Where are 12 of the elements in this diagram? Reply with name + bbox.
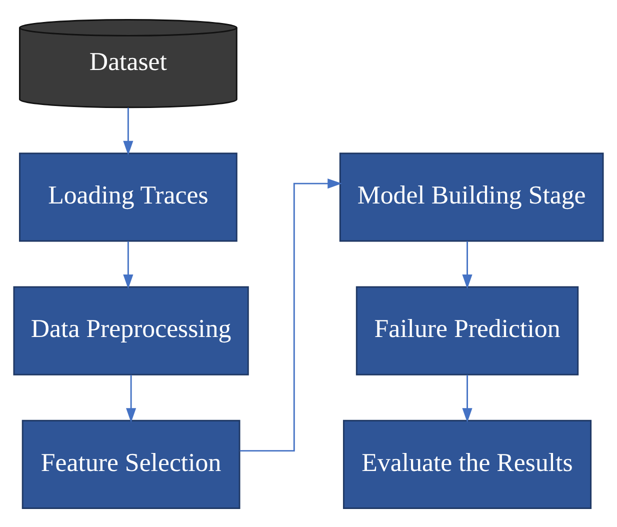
arrow (462, 374, 472, 422)
arrow (240, 178, 342, 451)
arrow (123, 240, 134, 288)
node-box: Loading Traces (18, 152, 238, 242)
arrow (126, 374, 136, 422)
arrow (462, 240, 472, 288)
node-box: Feature Selection (22, 419, 240, 508)
arrow (123, 107, 134, 155)
node-box: Evaluate the Results (342, 419, 592, 508)
node-box: Model Building Stage (339, 152, 604, 242)
node-box: Data Preprocessing (13, 286, 249, 375)
node-box: Failure Prediction (356, 286, 579, 375)
